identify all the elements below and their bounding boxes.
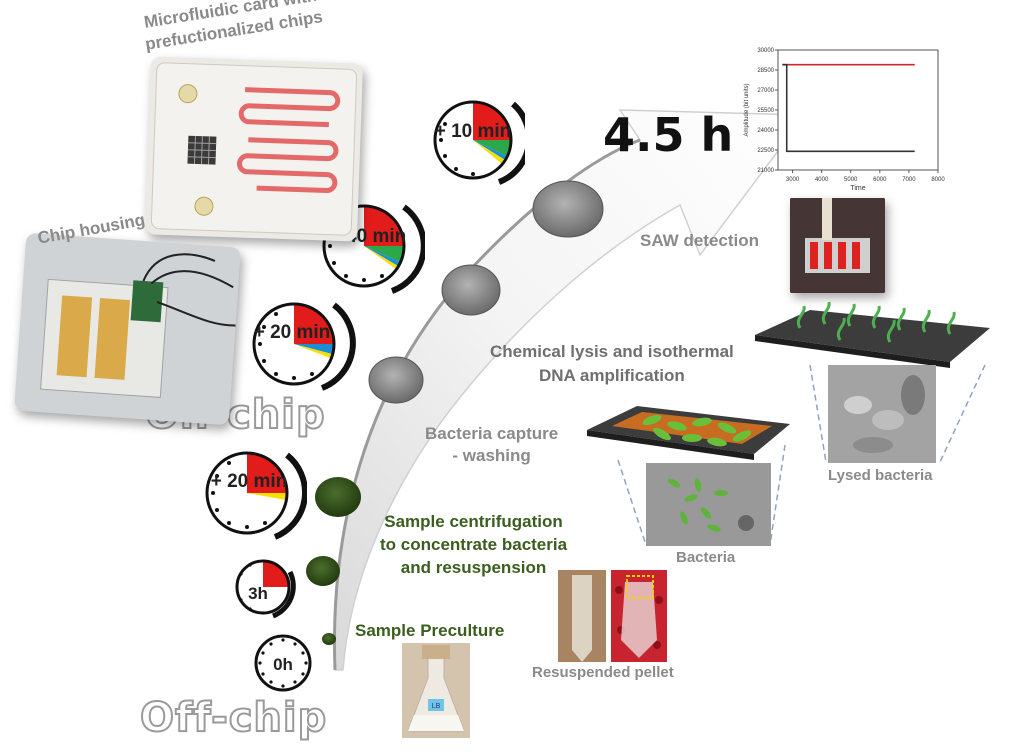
timer-step-1: 0h	[254, 634, 312, 692]
plot-frame	[777, 49, 939, 171]
lysed-bacteria-drawing	[828, 365, 936, 463]
bacteria-sem-image	[646, 463, 771, 546]
x-tick-label: 5000	[844, 177, 858, 183]
phase-off-chip: Off-chip	[139, 694, 328, 742]
pellet-tube-photo	[558, 570, 606, 662]
flask-label: LB	[432, 703, 441, 710]
label-sample-preculture: Sample Preculture	[355, 621, 505, 640]
timer-label: + 20 min	[254, 322, 331, 343]
microfluidic-card-drawing	[150, 62, 358, 236]
total-time: 4.5 h	[603, 108, 734, 162]
saw-reader-photo	[790, 198, 885, 293]
label-centrifugation: Sample centrifugation to concentrate bac…	[380, 512, 568, 577]
x-tick-label: 8000	[931, 177, 945, 183]
step-disc-4	[368, 356, 424, 404]
y-tick-label: 28500	[757, 68, 774, 74]
timer-step-4: + 20 min	[252, 302, 356, 391]
timer-step-2: 3h	[235, 559, 296, 619]
pellet-tube-drawing	[558, 570, 606, 662]
pellet-closeup-photo	[611, 570, 667, 662]
x-axis-label: Time	[850, 185, 865, 192]
y-axis-label: Amplitude (bit units)	[744, 83, 750, 136]
microfluidic-card-photo	[144, 56, 364, 242]
timer-label: 0h	[273, 655, 293, 674]
bacteria-sem-drawing	[646, 463, 771, 546]
step-disc-2	[306, 556, 340, 586]
timer-label: 3h	[248, 584, 268, 603]
arrow-shadow-edge	[333, 138, 641, 671]
label-bacteria-capture: Bacteria capture - washing	[425, 424, 559, 465]
step-disc-5	[441, 264, 501, 316]
timer-step-3: + 20 min	[205, 451, 307, 540]
pellet-closeup-drawing	[611, 570, 667, 662]
x-tick-label: 7000	[902, 177, 916, 183]
y-tick-label: 22500	[757, 148, 774, 154]
saw-reader-drawing	[790, 198, 885, 293]
y-tick-label: 24000	[757, 128, 774, 134]
capture-chip-illustration	[587, 406, 790, 460]
y-tick-label: 30000	[757, 48, 774, 54]
y-tick-label: 25500	[757, 108, 774, 114]
label-lysis-amplification: Chemical lysis and isothermal DNA amplif…	[490, 342, 734, 385]
timer-label: + 10 min	[435, 121, 512, 142]
y-tick-label: 21000	[757, 168, 774, 174]
y-tick-label: 27000	[757, 88, 774, 94]
saw-detection-chart: 3000 4000 5000 6000 7000 8000 21000 22500 24000 2…	[744, 48, 945, 192]
lysed-bacteria-image	[828, 365, 936, 463]
label-bacteria: Bacteria	[676, 549, 736, 566]
chip-housing-drawing	[14, 232, 241, 426]
x-tick-label: 6000	[873, 177, 887, 183]
x-tick-label: 4000	[815, 177, 829, 183]
chip-housing-photo	[14, 232, 241, 426]
timer-label: + 20 min	[211, 471, 288, 492]
step-disc-6	[532, 180, 604, 238]
x-tick-label: 3000	[786, 177, 800, 183]
label-lysed-bacteria: Lysed bacteria	[828, 467, 933, 484]
step-disc-1	[322, 633, 336, 645]
timer-step-6: + 10 min	[433, 100, 525, 185]
lysis-chip-illustration	[755, 301, 990, 368]
zoom-lines	[617, 364, 986, 546]
label-resuspended-pellet: Resuspended pellet	[532, 664, 674, 681]
step-disc-3	[315, 477, 361, 517]
preculture-flask-drawing: LB	[402, 643, 470, 738]
label-saw-detection: SAW detection	[640, 231, 760, 250]
preculture-flask-photo: LB	[402, 643, 470, 738]
series-line-2	[782, 63, 915, 153]
